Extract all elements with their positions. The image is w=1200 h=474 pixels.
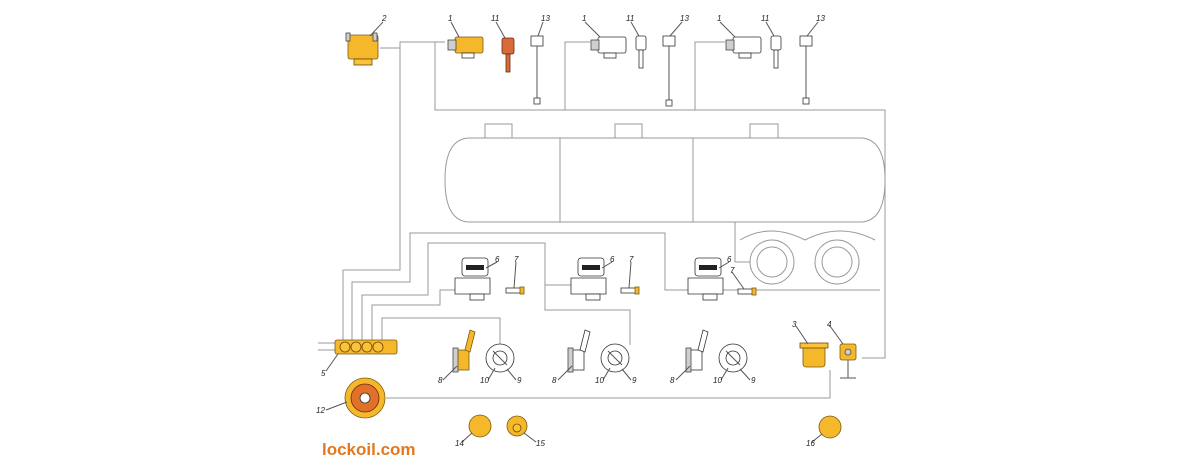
callout-2: 2 — [381, 14, 387, 23]
gauge-unit-4[interactable] — [839, 343, 857, 379]
seal-15[interactable] — [506, 415, 528, 437]
callout-13: 13 — [816, 14, 825, 23]
lock-unit-3[interactable] — [725, 36, 762, 59]
callout-11: 11 — [491, 14, 499, 23]
callout-10: 10 — [480, 376, 489, 385]
valve-6-b[interactable] — [570, 257, 607, 301]
lever-valve-8-c[interactable] — [685, 329, 709, 373]
callout-6: 6 — [610, 255, 615, 264]
callout-9: 9 — [517, 376, 522, 385]
junction-box[interactable] — [334, 339, 398, 355]
callout-13: 13 — [541, 14, 550, 23]
callout-1: 1 — [448, 14, 452, 23]
valve-6-a[interactable] — [454, 257, 491, 301]
lever-valve-8-b[interactable] — [567, 329, 591, 373]
callout-3: 3 — [792, 320, 797, 329]
seal-16[interactable] — [818, 415, 842, 439]
valve-6-c[interactable] — [687, 257, 724, 301]
callout-7: 7 — [514, 255, 519, 264]
flange-9-b[interactable] — [600, 343, 630, 373]
callout-7: 7 — [629, 255, 634, 264]
sensor-11-a[interactable] — [501, 37, 515, 73]
callout-6: 6 — [495, 255, 500, 264]
connector-7-a[interactable] — [505, 286, 525, 295]
level-probe-c[interactable] — [799, 35, 813, 105]
callout-11: 11 — [761, 14, 769, 23]
callout-11: 11 — [626, 14, 634, 23]
callout-16: 16 — [806, 439, 815, 448]
cap-unit-3[interactable] — [799, 342, 829, 368]
level-probe-a[interactable] — [530, 35, 544, 105]
seal-14[interactable] — [468, 414, 492, 438]
controller-unit[interactable] — [345, 32, 379, 66]
callout-1: 1 — [582, 14, 586, 23]
callout-9: 9 — [751, 376, 756, 385]
callout-13: 13 — [680, 14, 689, 23]
connector-7-b[interactable] — [620, 286, 640, 295]
callout-5: 5 — [321, 369, 326, 378]
callout-15: 15 — [536, 439, 545, 448]
callout-leaders — [325, 21, 844, 443]
sensor-11-c[interactable] — [770, 35, 782, 69]
callout-8: 8 — [552, 376, 557, 385]
callout-10: 10 — [713, 376, 722, 385]
callout-10: 10 — [595, 376, 604, 385]
lock-unit-1[interactable] — [447, 36, 484, 59]
connector-7-c[interactable] — [737, 287, 757, 296]
flange-9-a[interactable] — [485, 343, 515, 373]
callout-12: 12 — [316, 406, 325, 415]
round-connector-12[interactable] — [344, 377, 386, 419]
wiring-lines — [318, 41, 886, 399]
callout-1: 1 — [717, 14, 721, 23]
callout-4: 4 — [827, 320, 832, 329]
brand-watermark[interactable]: lockoil.com — [322, 440, 416, 459]
callout-6: 6 — [727, 255, 732, 264]
flange-9-c[interactable] — [718, 343, 748, 373]
sensor-11-b[interactable] — [635, 35, 647, 69]
callout-7: 7 — [730, 266, 735, 275]
callout-14: 14 — [455, 439, 464, 448]
callout-9: 9 — [632, 376, 637, 385]
lever-valve-8-a[interactable] — [452, 329, 476, 373]
callout-numbers: 2 1 11 13 1 11 13 1 11 13 6 7 6 7 6 7 8 … — [316, 14, 832, 448]
lock-unit-2[interactable] — [590, 36, 627, 59]
callout-8: 8 — [670, 376, 675, 385]
level-probe-b[interactable] — [662, 35, 676, 107]
callout-8: 8 — [438, 376, 443, 385]
wheel-front — [749, 239, 795, 285]
wheel-rear — [814, 239, 860, 285]
tanker-outline — [444, 123, 886, 291]
